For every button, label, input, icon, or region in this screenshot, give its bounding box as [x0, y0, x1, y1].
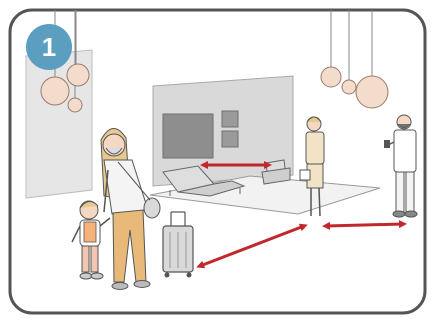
wall-art-bottom: [222, 131, 238, 147]
step-number-badge: 1: [26, 24, 72, 70]
wall-art-top: [222, 111, 238, 127]
distance-arrow-staff: [326, 224, 403, 226]
tv-screen: [163, 114, 213, 158]
